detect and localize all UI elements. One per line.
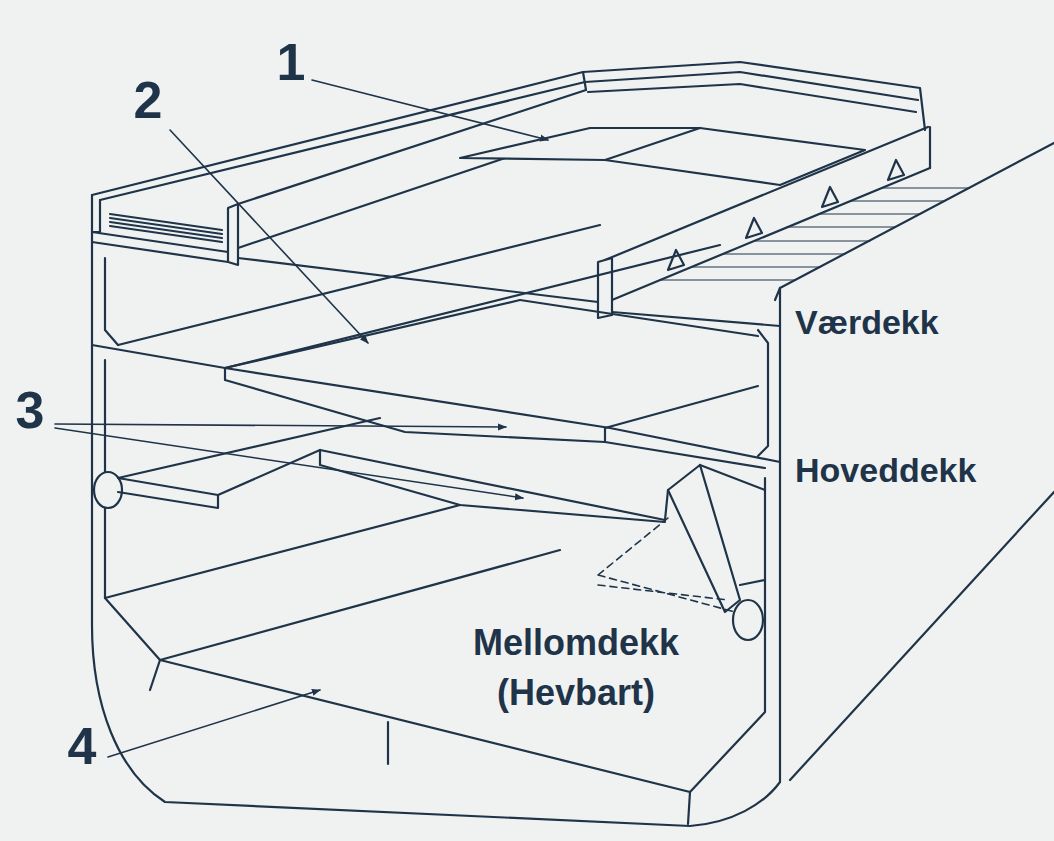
main-deck [92,300,780,468]
weather-deck [583,72,586,90]
deck-label: Værdekk [795,303,939,342]
tweendeck-panels [218,450,320,495]
tweendeck-panels [740,580,765,585]
hull-outline [790,492,1054,780]
inner-hull [150,660,160,690]
tweendeck-panels [668,465,740,612]
weather-deck [605,128,700,160]
leader-line [312,80,548,140]
main-deck [92,345,780,462]
weather-deck [228,204,238,265]
main-deck [520,300,758,336]
weather-deck [588,84,916,112]
inner-hull [105,258,118,345]
weather-deck [92,72,583,195]
weather-deck [583,62,925,130]
tweendeck-panels [320,450,665,520]
weather-deck [118,225,600,345]
tweendeck-panels [320,450,665,522]
leader-line [170,130,368,343]
main-deck [605,442,765,468]
tweendeck-panels [733,600,763,640]
main-deck [225,368,605,442]
deck-label: Hoveddekk [795,451,976,490]
hull-outline [92,143,1054,826]
hull-outline [92,195,780,826]
tweendeck-panels [94,418,765,640]
weather-deck [929,127,931,168]
weather-deck [92,242,228,262]
main-deck [605,386,758,428]
weather-deck [110,214,222,242]
weather-deck [92,200,100,232]
tweendeck-panels [118,478,218,508]
tweendeck-panels [665,490,668,520]
callout-number: 2 [134,70,163,130]
hull-outline [775,288,780,300]
leader-line [55,424,506,427]
leader-line [108,690,320,757]
weather-deck [612,312,780,326]
inner-hull [387,722,389,764]
weather-deck [660,188,969,280]
main-deck [225,300,520,368]
tweendeck-panels [118,418,380,478]
callout-number: 4 [68,716,97,776]
inner-hull [105,505,460,598]
leader-line [55,428,523,498]
weather-deck [460,128,865,185]
deck-label: Mellomdekk (Hevbart) [441,618,711,718]
weather-deck [100,82,585,200]
weather-deck [598,258,612,318]
inner-hull [105,258,768,824]
weather-deck [92,62,969,368]
inner-hull [688,792,690,824]
inner-hull [758,330,768,456]
tweendeck-panels [598,518,735,612]
callout-number: 1 [277,32,306,92]
weather-deck [225,245,720,368]
weather-deck [238,258,598,302]
callout-number: 3 [16,380,45,440]
tweendeck-panels [700,465,765,490]
